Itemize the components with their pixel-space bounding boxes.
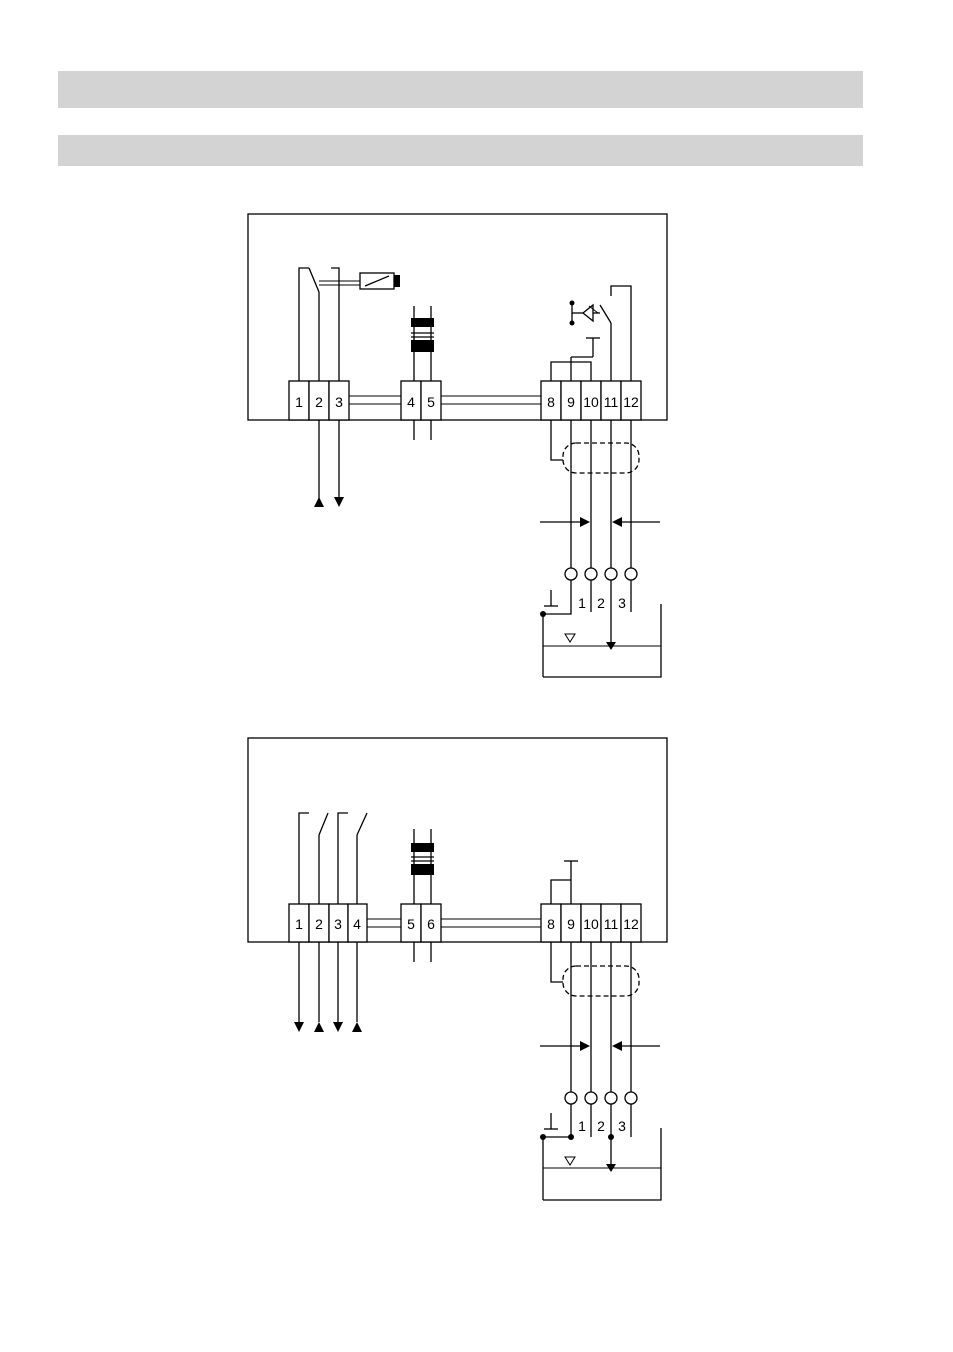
terminal-block-left: 1 2 3 — [288, 380, 350, 421]
terminal-label: 10 — [583, 916, 599, 932]
terminal-block-left: 1 2 3 4 — [288, 903, 368, 943]
terminal-block-mid: 4 5 — [400, 380, 442, 421]
arrow-left-icon — [612, 517, 622, 527]
terminal-label: 3 — [334, 916, 342, 932]
electrode-label: 2 — [597, 595, 605, 611]
arrow-down-icon — [333, 1022, 343, 1032]
electrode-label: 1 — [578, 595, 586, 611]
arrow-up-icon — [352, 1022, 362, 1032]
transformer-icon — [411, 829, 434, 962]
device-housing — [247, 737, 668, 943]
electrode-label: 1 — [578, 1118, 586, 1134]
electrode-assembly: 1 2 3 — [540, 1091, 638, 1200]
terminal-label: 5 — [407, 916, 415, 932]
arrow-left-icon — [612, 1041, 622, 1051]
link-8-9 — [550, 860, 578, 904]
device-housing — [247, 213, 668, 421]
vessel-icon — [543, 604, 662, 678]
relay-contact — [298, 267, 400, 381]
internal-bus — [367, 918, 541, 928]
terminal-box — [620, 903, 642, 943]
cable-shield — [550, 420, 640, 568]
vessel-icon — [543, 1128, 662, 1201]
terminal-label: 12 — [623, 394, 639, 410]
water-level-icon — [564, 633, 576, 643]
arrow-right-icon — [580, 1041, 590, 1051]
electrode-assembly: 1 2 3 — [540, 567, 638, 677]
terminal-label: 2 — [315, 394, 323, 410]
terminal-label: 8 — [547, 394, 555, 410]
arrow-down-icon — [334, 497, 344, 507]
electrode-label: 3 — [618, 1118, 626, 1134]
terminal-label: 5 — [427, 394, 435, 410]
terminal-box — [600, 903, 622, 943]
terminal-label: 9 — [567, 916, 575, 932]
terminal-block-right: 8 9 10 11 12 — [540, 380, 642, 421]
relay-diode-group — [550, 285, 632, 381]
terminal-box — [400, 903, 422, 943]
terminal-label: 11 — [604, 394, 619, 410]
terminal-box — [540, 903, 562, 943]
water-level-icon — [564, 1156, 576, 1166]
terminal-label: 4 — [407, 394, 415, 410]
terminal-box — [580, 903, 602, 943]
transformer-icon — [411, 306, 434, 440]
cable-shield — [550, 942, 640, 1092]
terminal-box — [347, 903, 368, 943]
terminal-label: 1 — [295, 916, 303, 932]
terminal-label: 11 — [604, 916, 619, 932]
arrow-up-icon — [314, 1022, 324, 1032]
arrow-right-icon — [580, 517, 590, 527]
arrow-up-icon — [314, 497, 324, 507]
terminal-label: 4 — [353, 916, 361, 932]
terminal-label: 8 — [547, 916, 555, 932]
electrode-label: 3 — [618, 595, 626, 611]
terminal-label: 12 — [623, 916, 639, 932]
wiring-diagram-1: 1 2 3 4 5 8 9 10 11 12 — [247, 213, 668, 678]
terminal-box — [288, 903, 310, 943]
internal-bus — [349, 395, 541, 405]
terminal-block-mid: 5 6 — [400, 903, 442, 943]
terminal-label: 9 — [567, 394, 575, 410]
terminal-label: 6 — [427, 916, 435, 932]
header-subtitle-bar — [58, 135, 863, 166]
terminal-label: 2 — [315, 916, 323, 932]
header-title-bar — [58, 71, 863, 108]
terminal-box — [420, 903, 442, 943]
terminal-label: 1 — [295, 394, 303, 410]
arrow-down-icon — [294, 1022, 304, 1032]
terminal-box — [560, 903, 582, 943]
terminal-label: 3 — [335, 394, 343, 410]
terminal-box — [328, 903, 349, 943]
terminal-block-right: 8 9 10 11 12 — [540, 903, 642, 943]
electrode-label: 2 — [597, 1118, 605, 1134]
terminal-box — [308, 903, 330, 943]
switch-contacts — [298, 812, 368, 904]
terminal-label: 10 — [583, 394, 599, 410]
